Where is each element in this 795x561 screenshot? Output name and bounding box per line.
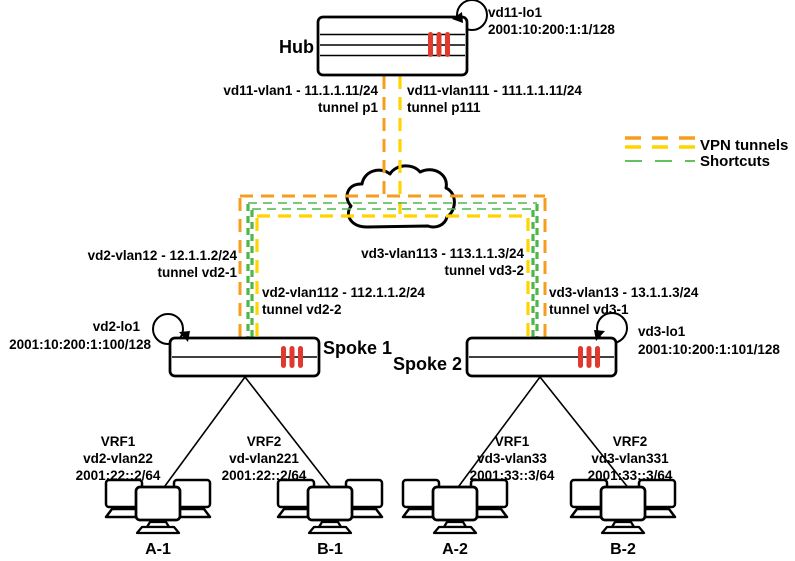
spoke2-loopback-arrowhead-icon <box>594 330 605 341</box>
spoke2-interface1-label: vd3-vlan113 - 113.1.1.3/24 <box>361 246 524 261</box>
spoke2-loopback-name: vd3-lo1 <box>638 324 686 339</box>
hub-loopback-address: 2001:10:200:1:1/128 <box>488 22 615 37</box>
workstation-cluster-icon-b2 <box>569 478 677 535</box>
hub-interface2-label: vd11-vlan111 - 111.1.1.11/24 <box>407 83 582 98</box>
host-b1-label: B-1 <box>317 541 343 558</box>
lan-b1-vlan-label: vd-vlan221 <box>229 451 299 466</box>
vpn-tunnel-line-yellow <box>255 76 530 338</box>
lan-a1-vrf-label: VRF1 <box>101 434 136 449</box>
lan-labels: VRF1 vd2-vlan22 2001:22::2/64 A-1 VRF2 v… <box>76 434 673 558</box>
spoke1-interface2-label: vd2-vlan112 - 112.1.1.2/24 <box>262 285 425 300</box>
spoke2-name-label: Spoke 2 <box>393 354 462 374</box>
lan-a2-address-label: 2001:33::3/64 <box>470 468 555 483</box>
vpn-tunnel-line-orange <box>238 76 547 338</box>
spoke1-loopback-address: 2001:10:200:1:100/128 <box>9 337 151 352</box>
lan-a1-vlan-label: vd2-vlan22 <box>83 451 153 466</box>
legend-shortcut-label: Shortcuts <box>700 153 770 170</box>
spoke2-lan-links <box>455 376 631 491</box>
lan-a2-vlan-label: vd3-vlan33 <box>477 451 547 466</box>
spoke1-lan-links <box>161 376 334 491</box>
lan-b2-address-label: 2001:33::3/64 <box>588 468 673 483</box>
spoke2-interface2-label: vd3-vlan13 - 13.1.1.3/24 <box>549 285 699 300</box>
spoke1-router-icon <box>168 336 321 378</box>
spoke2-tunnel1-label: tunnel vd3-2 <box>444 263 524 278</box>
hub-interface1-label: vd11-vlan1 - 11.1.1.11/24 <box>223 83 378 98</box>
workstation-cluster-icon-a2 <box>401 478 509 535</box>
spoke1-loopback-arrowhead-icon <box>179 331 190 342</box>
spoke2-router-icon <box>465 336 618 378</box>
hub-loopback-arrow-icon <box>456 0 488 31</box>
workstation-cluster-icon-a1 <box>104 478 212 535</box>
spoke2-loopback-address: 2001:10:200:1:101/128 <box>638 342 780 357</box>
lan-a1-address-label: 2001:22::2/64 <box>76 468 161 483</box>
shortcut-line-thick <box>246 204 539 338</box>
hub-loopback-name: vd11-lo1 <box>488 5 543 20</box>
spoke1-tunnel1-label: tunnel vd2-1 <box>157 265 237 280</box>
spoke1-loopback-name: vd2-lo1 <box>93 319 141 334</box>
lan-b2-vlan-label: vd3-vlan331 <box>591 451 669 466</box>
hub-loopback-arrowhead-icon <box>452 12 463 23</box>
lan-a2-vrf-label: VRF1 <box>495 434 530 449</box>
spoke1-ports-icon <box>281 346 303 368</box>
spoke1-interface1-label: vd2-vlan12 - 12.1.1.2/24 <box>88 248 238 263</box>
spoke1-loopback-arrow-icon <box>152 313 184 345</box>
lan-b2-vrf-label: VRF2 <box>613 434 648 449</box>
legend: VPN tunnels Shortcuts <box>625 136 788 170</box>
spoke2-ports-icon <box>578 346 600 368</box>
lan-b1-address-label: 2001:22::2/64 <box>222 468 307 483</box>
host-a2-label: A-2 <box>442 541 468 558</box>
spoke2-tunnel2-label: tunnel vd3-1 <box>549 302 629 317</box>
workstation-cluster-icon-b1 <box>276 478 384 535</box>
hub-tunnel1-label: tunnel p1 <box>318 100 378 115</box>
legend-vpn-label: VPN tunnels <box>700 137 788 154</box>
host-a1-label: A-1 <box>145 541 171 558</box>
spoke1-tunnel2-label: tunnel vd2-2 <box>262 302 342 317</box>
hub-name-label: Hub <box>279 37 314 57</box>
spoke1-name-label: Spoke 1 <box>323 338 392 358</box>
host-b2-label: B-2 <box>610 541 636 558</box>
hub-tunnel2-label: tunnel p111 <box>407 100 481 115</box>
hub-router-icon <box>316 15 469 77</box>
lan-b1-vrf-label: VRF2 <box>247 434 282 449</box>
hub-ports-icon <box>428 32 450 57</box>
shortcut-line-thin <box>248 202 537 210</box>
